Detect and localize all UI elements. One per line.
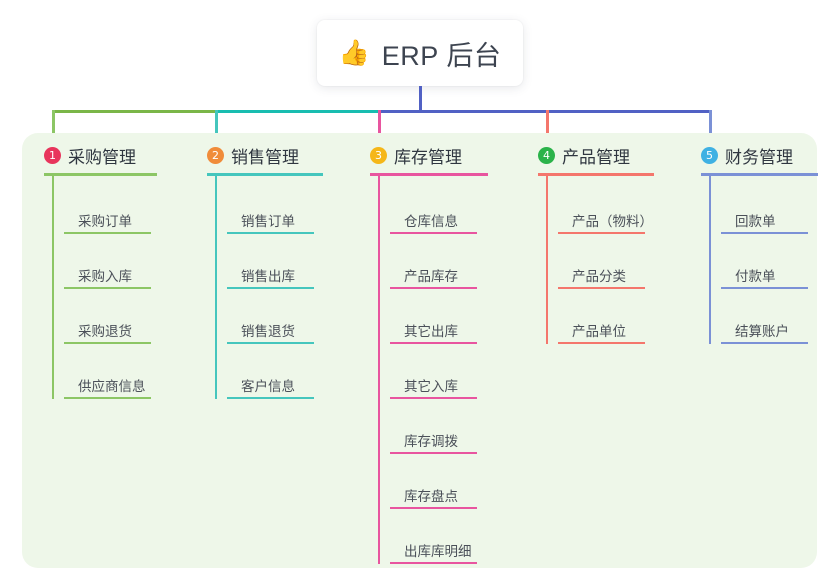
leaf-rule (721, 232, 808, 234)
bus-segment-3 (378, 110, 549, 113)
branches-panel: 1 采购管理采购订单采购入库采购退货供应商信息 2 销售管理销售订单销售出库销售退货客… (22, 133, 818, 568)
leaf-label: 采购入库 (78, 269, 132, 284)
branch-rule-4 (538, 173, 654, 176)
branch-title-4: 产品管理 (562, 148, 630, 167)
branch-title-5: 财务管理 (725, 148, 793, 167)
leaf-rule (558, 232, 645, 234)
bus-segment-4 (546, 110, 712, 113)
leaf-label: 出库库明细 (404, 544, 472, 559)
root-title: ERP 后台 (381, 40, 502, 71)
root-drop-line (419, 86, 422, 113)
root-node[interactable]: 👍 ERP 后台 (317, 20, 523, 86)
branch-badge-5: 5 (701, 147, 718, 164)
leaf-label: 销售订单 (241, 214, 295, 229)
branch-badge-4: 4 (538, 147, 555, 164)
leaf-label: 仓库信息 (404, 214, 458, 229)
bus-segment-1 (52, 110, 218, 113)
leaf-rule (390, 562, 477, 564)
leaf-rule (227, 397, 314, 399)
branch-stem-2 (215, 176, 217, 399)
leaf-rule (390, 507, 477, 509)
branch-badge-2: 2 (207, 147, 224, 164)
branch-header-2[interactable]: 2 销售管理 (207, 143, 299, 168)
leaf-rule (227, 342, 314, 344)
branch-drop-5 (709, 110, 712, 145)
branch-header-4[interactable]: 4 产品管理 (538, 143, 630, 168)
branch-header-5[interactable]: 5 财务管理 (701, 143, 793, 168)
leaf-rule (227, 287, 314, 289)
leaf-label: 产品库存 (404, 269, 458, 284)
leaf-rule (390, 397, 477, 399)
branch-title-2: 销售管理 (231, 148, 299, 167)
leaf-label: 回款单 (735, 214, 776, 229)
leaf-label: 客户信息 (241, 379, 295, 394)
leaf-rule (390, 452, 477, 454)
leaf-label: 产品单位 (572, 324, 626, 339)
leaf-rule (390, 342, 477, 344)
bus-segment-2 (215, 110, 381, 113)
leaf-label: 采购退货 (78, 324, 132, 339)
leaf-label: 付款单 (735, 269, 776, 284)
branch-badge-1: 1 (44, 147, 61, 164)
leaf-rule (227, 232, 314, 234)
root-node-content: 👍 ERP 后台 (339, 34, 502, 73)
leaf-label: 供应商信息 (78, 379, 146, 394)
leaf-label: 产品分类 (572, 269, 626, 284)
leaf-label: 采购订单 (78, 214, 132, 229)
leaf-label: 库存盘点 (404, 489, 458, 504)
leaf-rule (558, 342, 645, 344)
branch-drop-1 (52, 110, 55, 145)
leaf-label: 其它入库 (404, 379, 458, 394)
branch-stem-4 (546, 176, 548, 344)
branch-stem-1 (52, 176, 54, 399)
branch-stem-3 (378, 176, 380, 564)
leaf-rule (64, 287, 151, 289)
branch-header-3[interactable]: 3 库存管理 (370, 143, 462, 168)
branch-drop-4 (546, 110, 549, 145)
leaf-rule (721, 342, 808, 344)
leaf-label: 销售退货 (241, 324, 295, 339)
leaf-rule (390, 232, 477, 234)
leaf-rule (64, 342, 151, 344)
leaf-label: 结算账户 (735, 324, 789, 339)
branch-rule-1 (44, 173, 157, 176)
thumbs-up-icon: 👍 (338, 38, 370, 67)
leaf-label: 销售出库 (241, 269, 295, 284)
branch-drop-2 (215, 110, 218, 145)
leaf-rule (721, 287, 808, 289)
branch-stem-5 (709, 176, 711, 344)
branch-rule-2 (207, 173, 323, 176)
branch-drop-3 (378, 110, 381, 145)
leaf-rule (64, 397, 151, 399)
branch-rule-3 (370, 173, 488, 176)
leaf-label: 产品（物料） (572, 214, 653, 229)
branch-title-3: 库存管理 (394, 148, 462, 167)
leaf-rule (64, 232, 151, 234)
leaf-rule (390, 287, 477, 289)
leaf-label: 库存调拨 (404, 434, 458, 449)
branch-badge-3: 3 (370, 147, 387, 164)
branch-rule-5 (701, 173, 818, 176)
leaf-rule (558, 287, 645, 289)
branch-header-1[interactable]: 1 采购管理 (44, 143, 136, 168)
leaf-label: 其它出库 (404, 324, 458, 339)
branch-title-1: 采购管理 (68, 148, 136, 167)
